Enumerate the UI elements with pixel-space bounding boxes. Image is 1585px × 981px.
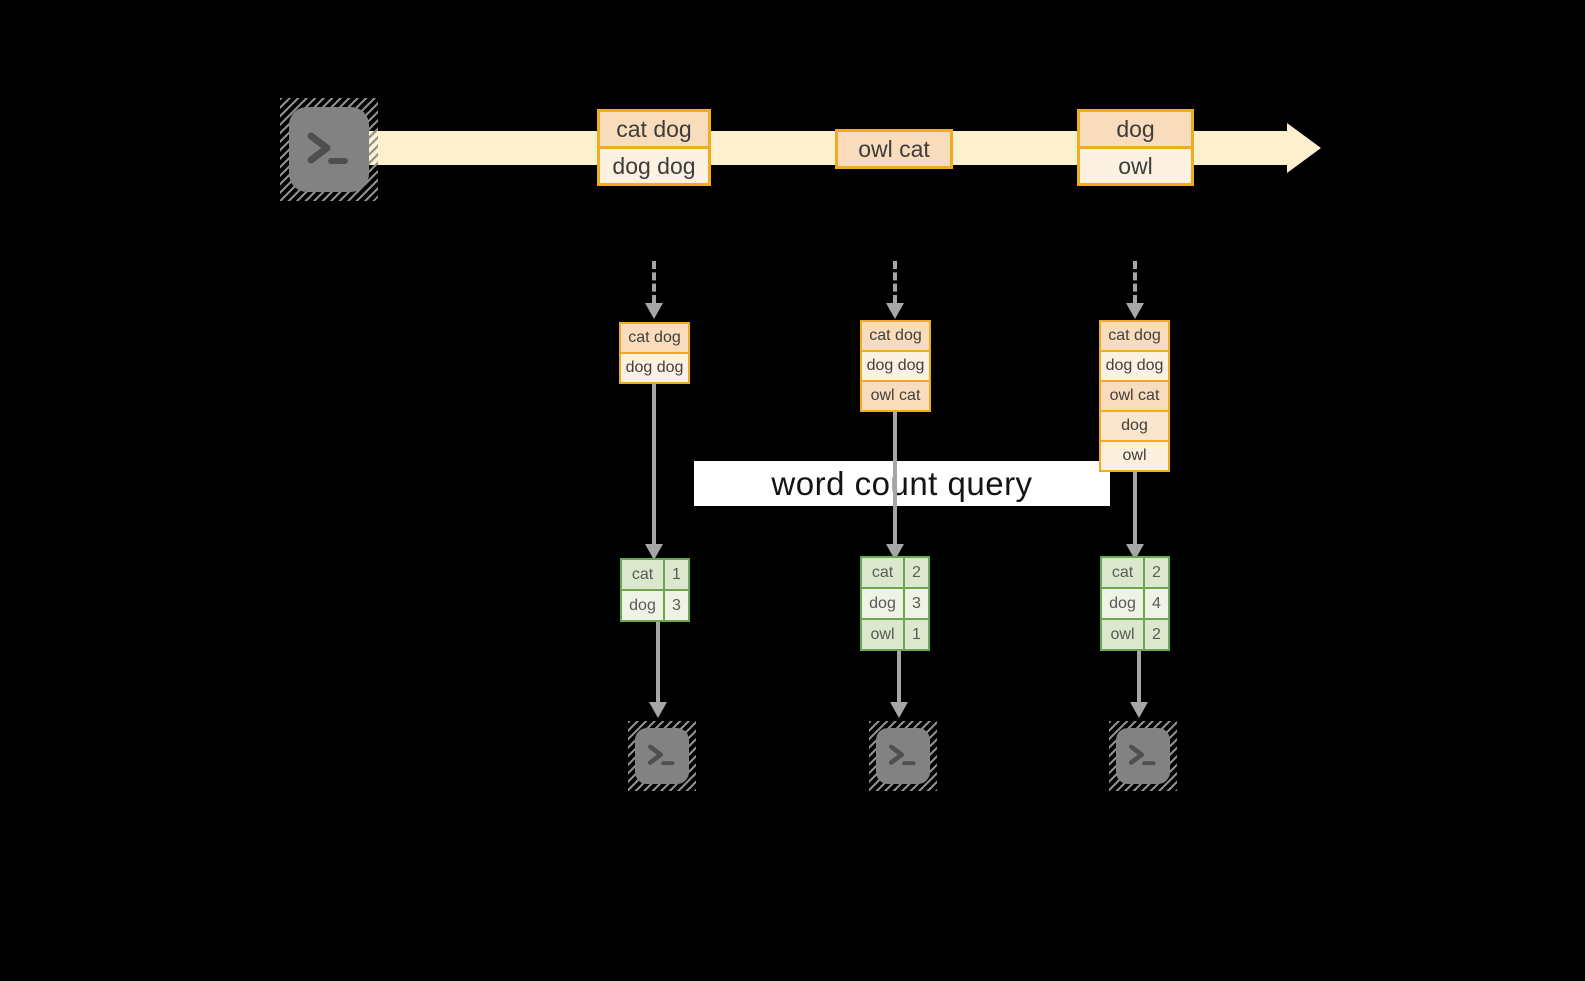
state-row: dog dog — [621, 352, 688, 382]
state-row: dog dog — [862, 350, 929, 380]
arrowhead-icon — [649, 702, 667, 718]
state-row: cat dog — [862, 322, 929, 350]
stream-record: dog — [1080, 112, 1191, 146]
terminal-icon — [876, 728, 930, 784]
connector-line — [1133, 472, 1137, 546]
prompt-glyph-icon — [307, 132, 348, 164]
arrowhead-icon — [1126, 303, 1144, 319]
stream-record-group-1: cat dog dog dog — [597, 109, 711, 186]
word-cell: dog — [862, 589, 905, 618]
table-row: dog 3 — [622, 589, 688, 620]
word-cell: cat — [1102, 558, 1145, 587]
word-cell: owl — [1102, 620, 1145, 649]
stream-record-group-2: owl cat — [835, 129, 953, 169]
table-row: cat 1 — [622, 560, 688, 589]
prompt-glyph-icon — [1128, 744, 1156, 766]
table-row: cat 2 — [862, 558, 928, 587]
stream-record-group-3: dog owl — [1077, 109, 1194, 186]
connector-line — [656, 622, 660, 702]
count-cell: 3 — [912, 594, 921, 612]
table-row: dog 3 — [862, 587, 928, 618]
table-row: dog 4 — [1102, 587, 1168, 618]
arrowhead-icon — [645, 303, 663, 319]
count-cell: 2 — [912, 563, 921, 581]
source-terminal-icon — [280, 98, 378, 201]
stream-record: owl cat — [838, 132, 950, 166]
word-cell: dog — [1102, 589, 1145, 618]
terminal-icon — [289, 107, 369, 192]
state-row: cat dog — [1101, 322, 1168, 350]
stream-record: cat dog — [600, 112, 708, 146]
sink-terminal-icon — [628, 721, 696, 791]
terminal-icon — [635, 728, 689, 784]
state-row: dog dog — [1101, 350, 1168, 380]
arrowhead-icon — [1130, 702, 1148, 718]
dashed-arrow-icon — [652, 261, 656, 303]
arrowhead-icon — [890, 702, 908, 718]
dashed-arrow-icon — [1133, 261, 1137, 303]
arrowhead-icon — [886, 303, 904, 319]
state-row: owl cat — [1101, 380, 1168, 410]
state-stack-2: cat dog dog dog owl cat — [860, 320, 931, 412]
table-row: owl 1 — [862, 618, 928, 649]
result-table-3: cat 2 dog 4 owl 2 — [1100, 556, 1170, 651]
stream-record: owl — [1080, 146, 1191, 183]
result-table-2: cat 2 dog 3 owl 1 — [860, 556, 930, 651]
word-cell: cat — [862, 558, 905, 587]
state-stack-3: cat dog dog dog owl cat dog owl — [1099, 320, 1170, 472]
dashed-arrow-icon — [893, 261, 897, 303]
table-row: owl 2 — [1102, 618, 1168, 649]
result-table-1: cat 1 dog 3 — [620, 558, 690, 622]
word-cell: dog — [622, 591, 665, 620]
count-cell: 1 — [912, 625, 921, 643]
terminal-icon — [1116, 728, 1170, 784]
state-row: owl cat — [862, 380, 929, 410]
connector-line — [1137, 651, 1141, 702]
query-label: word count query — [694, 461, 1110, 506]
prompt-glyph-icon — [888, 744, 916, 766]
count-cell: 2 — [1152, 563, 1161, 581]
word-cell: owl — [862, 620, 905, 649]
state-row: dog — [1101, 410, 1168, 440]
count-cell: 3 — [672, 596, 681, 614]
connector-line — [897, 651, 901, 702]
arrowhead-icon — [645, 544, 663, 560]
state-row: owl — [1101, 440, 1168, 470]
count-cell: 2 — [1152, 625, 1161, 643]
prompt-glyph-icon — [647, 744, 675, 766]
connector-line — [893, 412, 897, 546]
count-cell: 1 — [672, 565, 681, 583]
state-stack-1: cat dog dog dog — [619, 322, 690, 384]
count-cell: 4 — [1152, 594, 1161, 612]
stream-record: dog dog — [600, 146, 708, 183]
table-row: cat 2 — [1102, 558, 1168, 587]
word-cell: cat — [622, 560, 665, 589]
query-label-text: word count query — [771, 464, 1033, 502]
connector-line — [652, 384, 656, 546]
state-row: cat dog — [621, 324, 688, 352]
stream-timeline-arrowhead-icon — [1287, 123, 1321, 173]
sink-terminal-icon — [869, 721, 937, 791]
sink-terminal-icon — [1109, 721, 1177, 791]
